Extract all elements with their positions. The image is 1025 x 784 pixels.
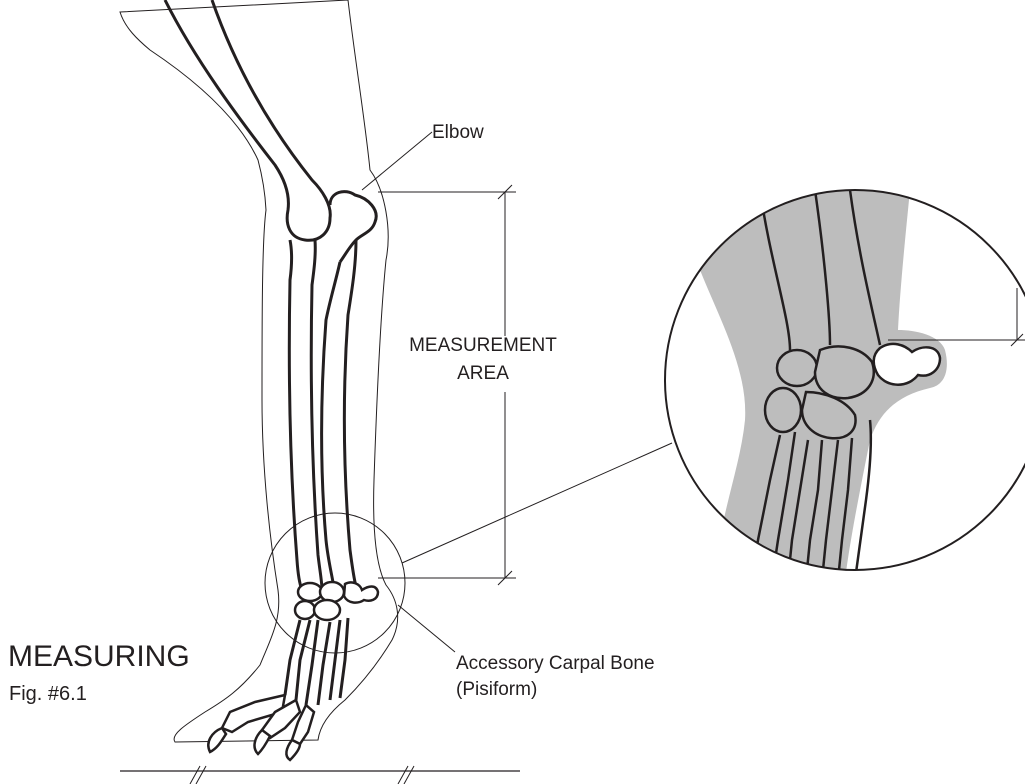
elbow-label: Elbow bbox=[432, 122, 484, 144]
carpus-detail-view bbox=[665, 190, 1025, 580]
accessory-label-line1: Accessory Carpal Bone bbox=[456, 651, 655, 677]
humerus-bone bbox=[165, 0, 330, 240]
measurement-label-line1: MEASUREMENT bbox=[398, 332, 568, 360]
figure-number: Fig. #6.1 bbox=[9, 683, 87, 706]
measurement-area-label: MEASUREMENT AREA bbox=[398, 332, 568, 388]
detail-connector-upper bbox=[402, 443, 672, 563]
accessory-carpal-label: Accessory Carpal Bone (Pisiform) bbox=[456, 651, 655, 703]
leg-skin-outline bbox=[120, 0, 398, 742]
olecranon bbox=[330, 192, 376, 262]
toe-bones bbox=[208, 695, 314, 760]
elbow-leader-line bbox=[362, 132, 432, 190]
ulna-bone bbox=[322, 240, 357, 588]
ground-line bbox=[120, 766, 520, 784]
detail-connector-lower bbox=[398, 605, 455, 652]
radius-bone bbox=[289, 240, 322, 590]
metacarpals bbox=[285, 618, 348, 705]
measurement-label-line2: AREA bbox=[398, 360, 568, 388]
carpal-bones bbox=[295, 582, 378, 620]
accessory-label-line2: (Pisiform) bbox=[456, 677, 655, 703]
figure-title: MEASURING bbox=[8, 640, 190, 674]
